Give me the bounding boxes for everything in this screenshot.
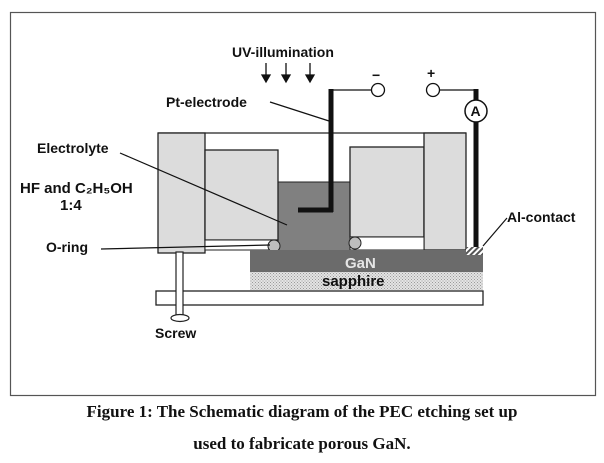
sapphire-layer <box>250 272 483 290</box>
plus-sign: + <box>427 65 435 81</box>
screw-head <box>170 313 190 323</box>
ammeter-label: A <box>471 103 481 119</box>
al-contact <box>466 247 483 255</box>
pt-electrode <box>298 89 334 213</box>
uv-arrows <box>260 63 316 84</box>
uv-illumination-label: UV-illumination <box>232 44 334 60</box>
al-contact-leader <box>482 217 508 247</box>
negative-terminal <box>370 82 386 98</box>
caption-line-1: Figure 1: The Schematic diagram of the P… <box>86 402 518 421</box>
o-ring-label: O-ring <box>46 239 88 255</box>
o-ring-leader <box>100 244 271 250</box>
electrolyte <box>278 182 350 252</box>
caption-line-2: used to fabricate porous GaN. <box>193 434 411 453</box>
right-inner-block <box>349 146 425 238</box>
gan-layer <box>250 250 483 272</box>
pec-diagram: UV-illumination Pt-electrode − + A GaN <box>9 11 597 397</box>
hf-ethanol-label: HF and C₂H₅OH <box>20 180 133 197</box>
al-contact-label: Al-contact <box>507 209 576 225</box>
gan-label: GaN <box>345 255 376 272</box>
right-outer-block <box>423 132 467 251</box>
ratio-label: 1:4 <box>60 197 82 214</box>
screw-label: Screw <box>155 325 196 341</box>
electrolyte-leader <box>119 152 288 226</box>
minus-sign: − <box>372 67 380 83</box>
left-outer-block <box>157 132 206 254</box>
ammeter-icon <box>464 99 488 123</box>
screw-shaft <box>175 251 184 319</box>
base-plate <box>155 290 484 306</box>
pt-electrode-leader <box>269 101 330 122</box>
electrolyte-label: Electrolyte <box>37 140 109 156</box>
sapphire-label: sapphire <box>322 273 385 290</box>
positive-terminal <box>425 82 441 98</box>
pt-electrode-label: Pt-electrode <box>166 94 247 110</box>
o-ring-right <box>348 236 362 250</box>
